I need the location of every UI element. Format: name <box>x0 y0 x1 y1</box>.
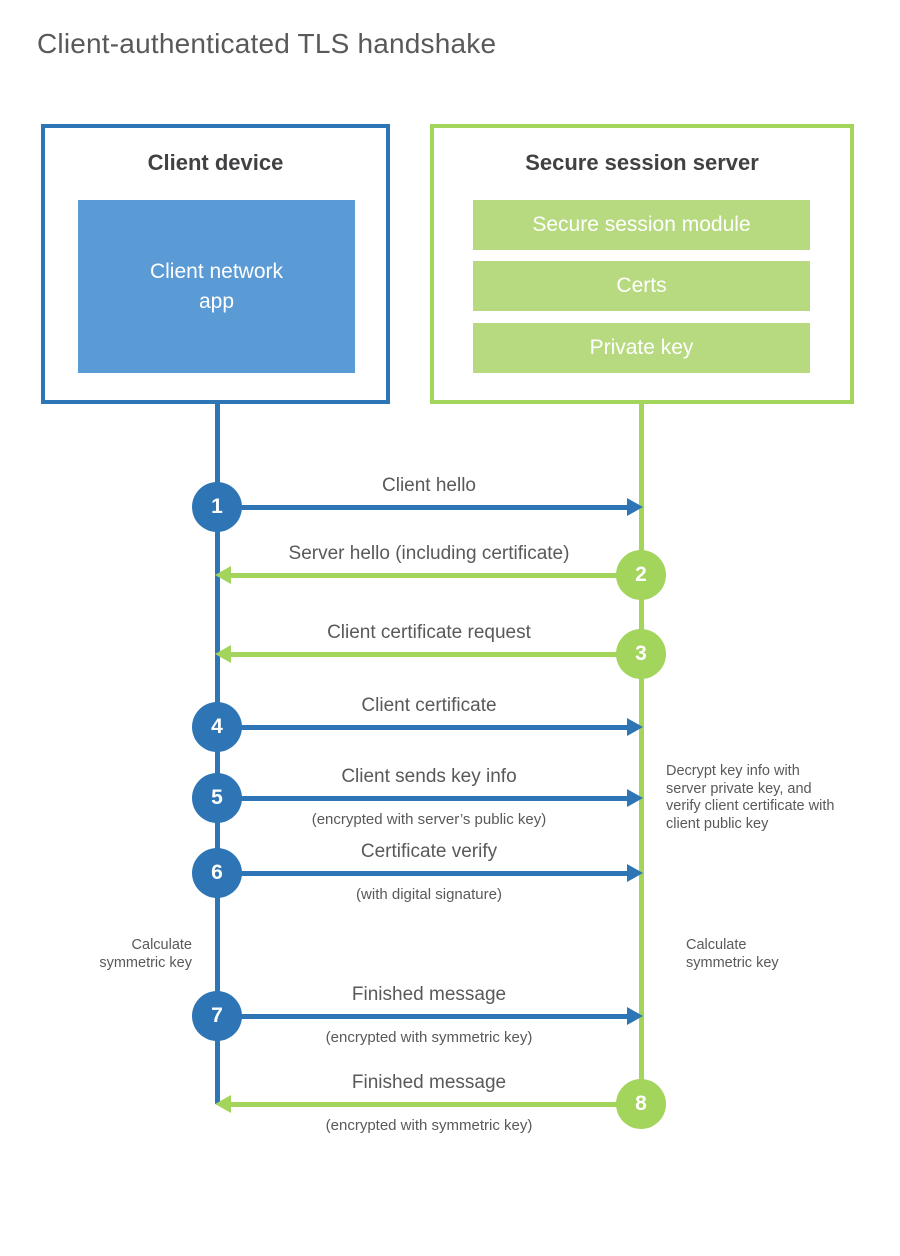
arrow-right-icon <box>627 1007 643 1025</box>
arrow-right-icon <box>627 718 643 736</box>
calc-note-line1: Calculate <box>131 937 192 953</box>
arrow-right-icon <box>627 498 643 516</box>
arrow-left-icon <box>215 1095 231 1113</box>
arrow-line <box>217 1014 631 1019</box>
arrow-line <box>227 652 641 657</box>
message-label: Finished message <box>351 984 507 1005</box>
step-badge: 4 <box>192 702 242 752</box>
message-sublabel: (encrypted with symmetric key) <box>325 1029 533 1046</box>
arrow-line <box>217 725 631 730</box>
message-sublabel: (with digital signature) <box>356 886 502 903</box>
step-badge: 7 <box>192 991 242 1041</box>
arrow-left-icon <box>215 645 231 663</box>
arrow-left-icon <box>215 566 231 584</box>
client-device-title: Client device <box>147 150 284 175</box>
arrow-line <box>217 796 631 801</box>
calc-note-line1: Calculate <box>686 937 747 953</box>
client-app-label-line2: app <box>198 289 235 313</box>
message-label: Client sends key info <box>341 766 517 787</box>
server-module-private-key: Private key <box>473 323 810 373</box>
message-label: Certificate verify <box>360 841 498 862</box>
step-badge: 8 <box>616 1079 666 1129</box>
step-badge: 3 <box>616 629 666 679</box>
server-lifeline <box>639 404 644 1104</box>
step-badge: 6 <box>192 848 242 898</box>
arrow-right-icon <box>627 864 643 882</box>
message-sublabel: (encrypted with symmetric key) <box>325 1117 533 1134</box>
page-title: Client-authenticated TLS handshake <box>37 28 497 59</box>
calc-symmetric-key-note-server: Calculate symmetric key <box>686 937 826 972</box>
server-module-secure-session-module: Secure session module <box>473 200 810 250</box>
arrow-line <box>217 505 631 510</box>
decrypt-note: Decrypt key info with server private key… <box>666 763 835 832</box>
calc-symmetric-key-note-client: Calculate symmetric key <box>52 937 192 972</box>
client-app-label-line1: Client network <box>149 259 284 283</box>
calc-note-line2: symmetric key <box>99 954 192 971</box>
arrow-line <box>227 1102 641 1107</box>
secure-session-server-title: Secure session server <box>525 150 759 175</box>
message-label: Client certificate <box>361 695 497 716</box>
message-label: Client certificate request <box>327 622 531 643</box>
arrow-line <box>227 573 641 578</box>
step-badge: 2 <box>616 550 666 600</box>
message-label: Finished message <box>351 1072 507 1093</box>
calc-note-line2: symmetric key <box>686 954 779 971</box>
message-label: Server hello (including certificate) <box>288 543 570 564</box>
message-label: Client hello <box>382 475 476 496</box>
message-sublabel: (encrypted with server’s public key) <box>311 811 547 828</box>
step-badge: 1 <box>192 482 242 532</box>
arrow-right-icon <box>627 789 643 807</box>
client-lifeline <box>215 404 220 1104</box>
arrow-line <box>217 871 631 876</box>
server-module-certs: Certs <box>473 261 810 311</box>
client-network-app-box: Client network app <box>78 200 355 373</box>
step-badge: 5 <box>192 773 242 823</box>
